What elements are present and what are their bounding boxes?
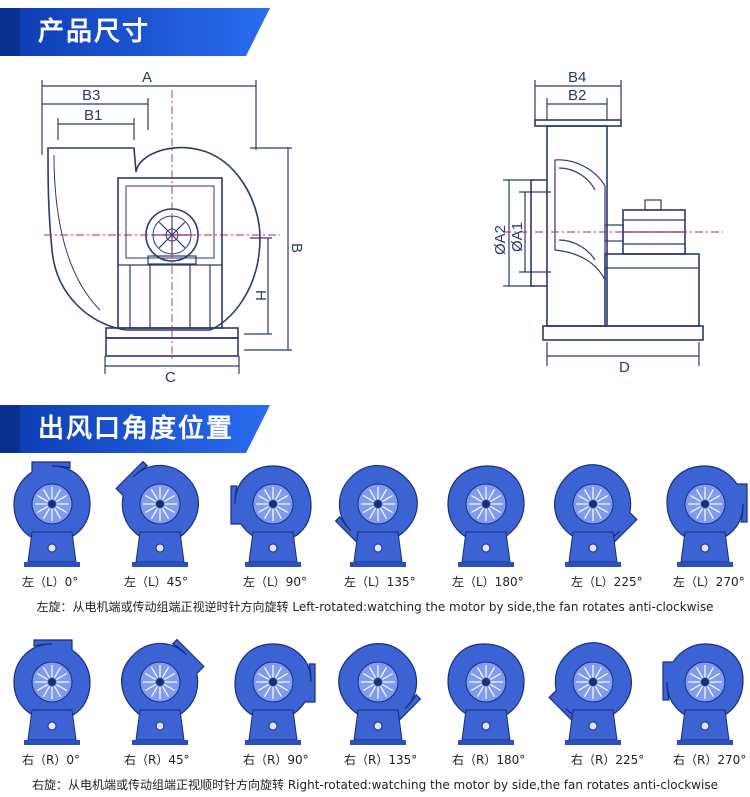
section-banner-angle: 出风口角度位置: [0, 405, 270, 453]
dim-label-phi-a2: ØA2: [492, 225, 509, 255]
section-banner-size: 产品尺寸: [0, 8, 270, 56]
left-angle-label: 左（L）180°: [452, 575, 524, 589]
front-view-drawing: A B3 B1 B H C: [41, 69, 305, 385]
left-fan-270-icon: [655, 458, 750, 570]
right-angle-label: 右（R）90°: [243, 753, 309, 767]
dim-label-d: D: [619, 359, 630, 376]
dim-label-b1: B1: [84, 107, 102, 124]
right-fan-45-icon: [110, 636, 210, 748]
right-fan-225-icon: [543, 636, 643, 748]
right-angle-label: 右（R）0°: [22, 753, 80, 767]
dim-label-b3: B3: [82, 87, 100, 104]
left-angle-label: 左（L）0°: [22, 575, 79, 589]
section-title-angle: 出风口角度位置: [38, 414, 235, 444]
right-fan-270-icon: [655, 636, 750, 748]
left-fan-0-icon: [2, 458, 102, 570]
dim-label-h: H: [252, 290, 269, 301]
section-title-size: 产品尺寸: [38, 17, 151, 47]
left-fan-45-icon: [110, 458, 210, 570]
dim-label-b4: B4: [568, 69, 586, 86]
left-rotation-caption: 左旋：从电机端或传动组端正视逆时针方向旋转 Left-rotated:watch…: [36, 600, 714, 614]
right-angle-label: 右（R）270°: [673, 753, 747, 767]
side-view-drawing: B4 B2 ØA2 ØA1 D: [492, 69, 723, 376]
right-angle-label: 右（R）180°: [452, 753, 526, 767]
right-fan-90-icon: [223, 636, 323, 748]
left-angle-label: 左（L）45°: [124, 575, 188, 589]
right-angle-label: 右（R）45°: [124, 753, 190, 767]
left-fan-90-icon: [223, 458, 323, 570]
dim-label-b2: B2: [568, 87, 586, 104]
right-angle-label: 右（R）135°: [344, 753, 418, 767]
right-rotation-caption: 右旋：从电机端或传动组端正视顺时针方向旋转 Right-rotated:watc…: [32, 778, 718, 792]
right-fan-0-icon: [2, 636, 102, 748]
right-fan-180-icon: [436, 636, 536, 748]
left-angle-label: 左（L）90°: [243, 575, 307, 589]
left-fan-180-icon: [436, 458, 536, 570]
right-fan-135-icon: [328, 636, 428, 748]
right-angle-label: 右（R）225°: [571, 753, 645, 767]
left-fan-135-icon: [328, 458, 428, 570]
dim-label-b: B: [288, 243, 305, 253]
left-fan-225-icon: [543, 458, 643, 570]
dim-label-c: C: [165, 369, 176, 385]
left-angle-label: 左（L）270°: [673, 575, 745, 589]
left-angle-label: 左（L）225°: [571, 575, 643, 589]
left-angle-label: 左（L）135°: [344, 575, 416, 589]
dim-label-a: A: [142, 69, 152, 86]
dim-label-phi-a1: ØA1: [509, 222, 526, 252]
